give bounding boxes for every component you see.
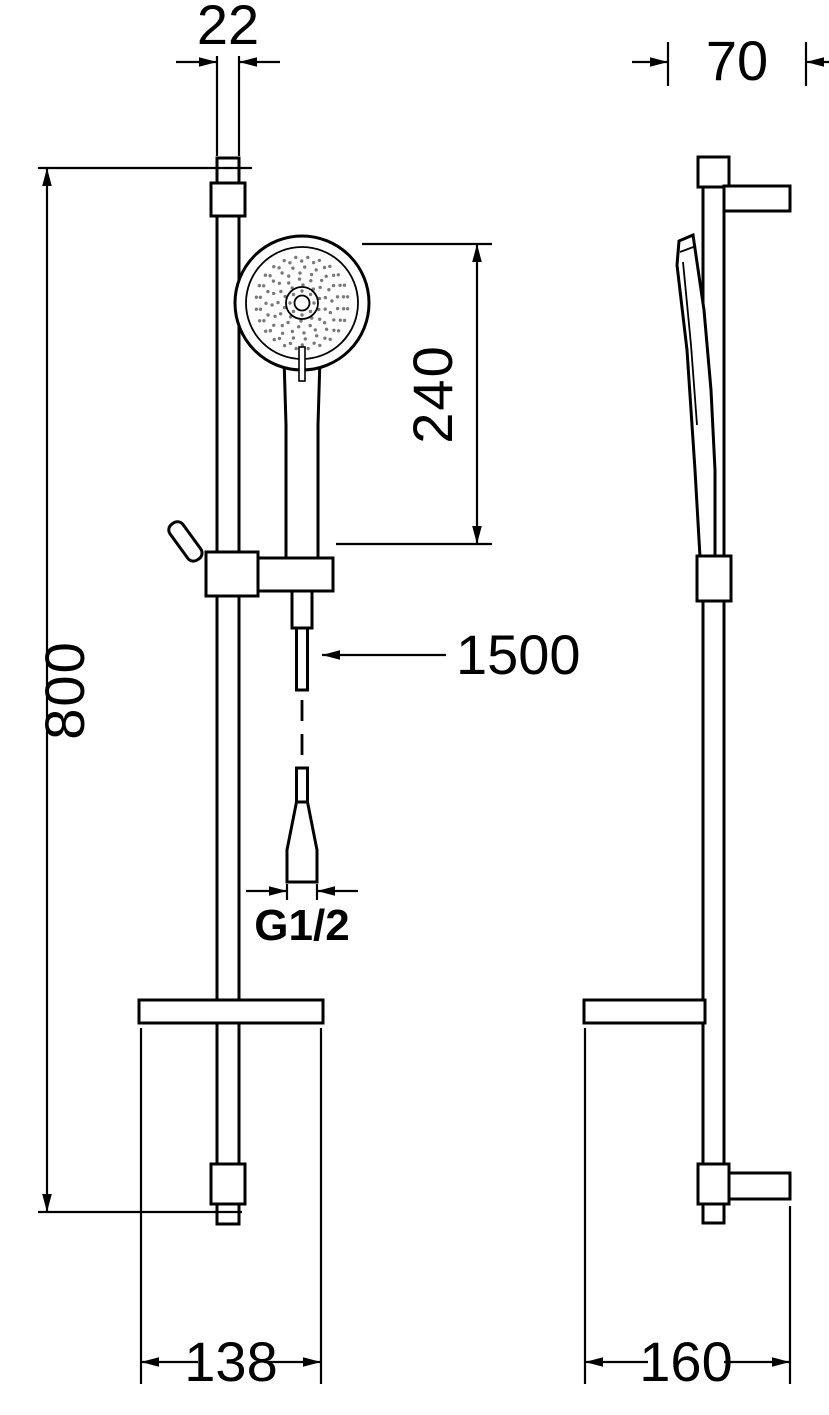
- shower-rail-side: [701, 155, 726, 1225]
- front-view: 22 800 240 1500 G1/2: [33, 0, 581, 1393]
- dim-label-base-depth: 160: [639, 1330, 732, 1393]
- dimension-bar-height: 800: [33, 166, 252, 1214]
- dimension-bracket-depth: 70: [632, 29, 829, 92]
- dimension-hose-length: 1500: [322, 623, 581, 686]
- shelf-side: [582, 998, 707, 1025]
- slider-holder-clamp: [204, 550, 260, 598]
- wall-arm-top: [722, 184, 792, 213]
- rail-top-mount-side: [696, 155, 731, 189]
- dim-label-hose-length: 1500: [456, 623, 581, 686]
- dim-label-rail-width: 22: [197, 0, 259, 56]
- hose-lower-front: [295, 766, 309, 804]
- dimension-rail-width: 22: [176, 0, 280, 156]
- handle-slot: [298, 346, 306, 382]
- dimension-base-width: 138: [139, 1028, 323, 1393]
- rail-bottom-mount-front: [209, 1162, 247, 1206]
- dim-label-bracket-depth: 70: [706, 29, 768, 92]
- slider-holder-side: [695, 554, 733, 603]
- shower-rail-front: [215, 156, 241, 1226]
- head-cap-seam: [679, 245, 697, 253]
- rail-bottom-mount-side: [696, 1162, 731, 1206]
- dim-label-bar-height: 800: [33, 640, 96, 739]
- hose-nut-front: [290, 589, 314, 630]
- dim-label-thread: G1/2: [254, 901, 349, 950]
- side-view: 70 160: [582, 29, 829, 1393]
- rail-top-mount-front: [209, 181, 247, 218]
- dimension-thread: G1/2: [246, 884, 358, 950]
- head-face-edge: [682, 261, 698, 426]
- spray-center-ring: [285, 286, 319, 320]
- shelf-front: [137, 998, 325, 1025]
- slider-lock-lever: [167, 520, 204, 563]
- handset-holder-arm: [253, 556, 335, 593]
- hose-conical-nut: [285, 800, 319, 884]
- dimension-base-depth: 160: [583, 1028, 792, 1393]
- wall-arm-bottom: [722, 1171, 792, 1201]
- dim-label-base-width: 138: [184, 1330, 277, 1393]
- dim-label-handset-length: 240: [401, 344, 464, 443]
- spray-center-cap: [293, 294, 311, 312]
- spray-nozzles-icon: [254, 255, 350, 351]
- handset-handle-front: [282, 356, 322, 568]
- hose-upper-front: [295, 626, 309, 692]
- dimension-handset-length: 240: [336, 242, 492, 546]
